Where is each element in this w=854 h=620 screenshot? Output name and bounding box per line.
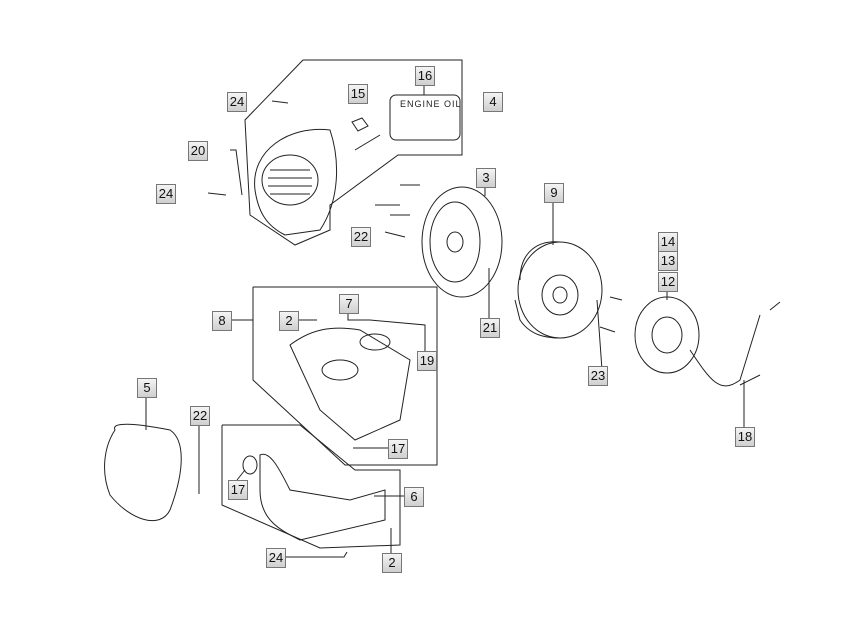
- group-frame-fan-cover: [244, 59, 463, 246]
- callout-6[interactable]: 6: [404, 487, 424, 507]
- engine-oil-label-part: [389, 94, 461, 141]
- callout-14[interactable]: 14: [658, 232, 678, 252]
- callout-9[interactable]: 9: [544, 183, 564, 203]
- callout-23[interactable]: 23: [588, 366, 608, 386]
- callout-15[interactable]: 15: [348, 84, 368, 104]
- callout-21[interactable]: 21: [480, 318, 500, 338]
- callout-19[interactable]: 19: [417, 351, 437, 371]
- callout-18[interactable]: 18: [735, 427, 755, 447]
- callout-22[interactable]: 22: [351, 227, 371, 247]
- damper-part: [351, 117, 369, 132]
- flywheel-part: [514, 241, 603, 339]
- lower-shroud-part: [242, 453, 386, 541]
- callout-17[interactable]: 17: [228, 480, 248, 500]
- shroud-part: [289, 327, 411, 441]
- callout-2[interactable]: 2: [279, 311, 299, 331]
- oil-label-title: ENGINE OIL: [400, 99, 462, 109]
- group-frame-shroud: [252, 286, 438, 466]
- fan-cover-part: [254, 128, 337, 236]
- callout-16[interactable]: 16: [415, 66, 435, 86]
- callout-12[interactable]: 12: [658, 272, 678, 292]
- callout-17[interactable]: 17: [388, 439, 408, 459]
- gasket-part: [104, 423, 182, 522]
- cooling-fan-part: [421, 186, 503, 298]
- stator-part: [634, 296, 781, 387]
- callout-7[interactable]: 7: [339, 294, 359, 314]
- group-frame-lower-shroud: [221, 424, 401, 549]
- callout-22[interactable]: 22: [190, 406, 210, 426]
- callout-5[interactable]: 5: [137, 378, 157, 398]
- callout-8[interactable]: 8: [212, 311, 232, 331]
- callout-24[interactable]: 24: [266, 548, 286, 568]
- callout-2[interactable]: 2: [382, 553, 402, 573]
- callout-24[interactable]: 24: [227, 92, 247, 112]
- callout-3[interactable]: 3: [476, 168, 496, 188]
- callout-20[interactable]: 20: [188, 141, 208, 161]
- callout-4[interactable]: 4: [483, 92, 503, 112]
- callout-24[interactable]: 24: [156, 184, 176, 204]
- callout-13[interactable]: 13: [658, 251, 678, 271]
